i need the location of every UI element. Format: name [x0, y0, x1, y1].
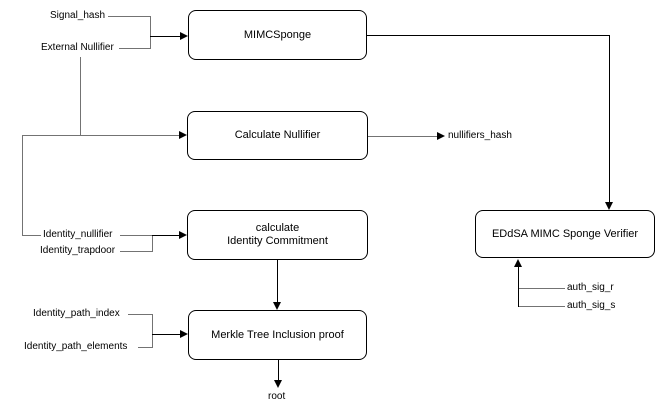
edge-identity-join-vertical	[152, 235, 153, 252]
node-merkle-tree-inclusion-proof: Merkle Tree Inclusion proof	[188, 310, 367, 360]
arrowhead-into-merkle-top	[273, 302, 281, 310]
arrowhead-into-calculate-nullifier	[179, 131, 187, 139]
edge-external-nullifier-horizontal	[119, 48, 150, 49]
edge-path-index-horizontal	[128, 314, 152, 315]
arrow-into-identity-commitment	[152, 235, 180, 236]
node-mimcsponge: MIMCSponge	[188, 10, 367, 60]
node-identity-commitment: calculate Identity Commitment	[187, 210, 368, 260]
edge-path-join-vertical	[152, 314, 153, 348]
edge-path-elements-horizontal	[138, 347, 152, 348]
arrowhead-into-identity-commitment	[179, 231, 187, 239]
input-label-auth-sig-r: auth_sig_r	[567, 282, 614, 293]
edge-signal-external-join-vertical	[150, 16, 151, 49]
node-calculate-nullifier: Calculate Nullifier	[187, 111, 368, 160]
arrowhead-into-mimcsponge	[180, 32, 188, 40]
edge-left-trunk-vertical	[22, 135, 23, 236]
arrowhead-into-merkle	[180, 330, 188, 338]
edge-nullifiers-hash-output	[368, 136, 437, 137]
node-merkle-label: Merkle Tree Inclusion proof	[211, 328, 344, 341]
node-mimcsponge-label: MIMCSponge	[243, 28, 312, 41]
node-identity-commitment-label-line1: calculate	[255, 222, 300, 234]
edge-external-nullifier-down	[80, 57, 81, 136]
node-eddsa-label: EDdSA MIMC Sponge Verifier	[491, 227, 639, 240]
arrow-merkle-to-root	[278, 360, 279, 380]
arrowhead-into-eddsa-bottom	[514, 259, 522, 267]
arrowhead-nullifiers-hash	[437, 132, 445, 140]
arrow-into-mimcsponge	[150, 36, 181, 37]
node-identity-commitment-label-line2: Identity Commitment	[227, 235, 328, 247]
arrow-mimcsponge-to-eddsa-horizontal	[367, 35, 609, 36]
output-label-root: root	[268, 391, 286, 402]
edge-to-calculate-nullifier	[22, 135, 180, 136]
arrow-mimcsponge-to-eddsa-vertical	[609, 35, 610, 202]
input-label-external-nullifier: External Nullifier	[41, 42, 114, 53]
input-label-identity-nullifier: Identity_nullifier	[43, 229, 113, 240]
edge-identity-nullifier-right	[120, 235, 152, 236]
edge-auth-sig-r-horizontal	[518, 288, 565, 289]
edge-identity-trapdoor-horizontal	[120, 251, 152, 252]
output-label-nullifiers-hash: nullifiers_hash	[448, 130, 512, 141]
arrow-into-merkle	[152, 334, 180, 335]
edge-signal-hash-horizontal	[108, 16, 150, 17]
edge-identity-nullifier-left	[22, 235, 41, 236]
edge-auth-sig-s-horizontal	[518, 306, 565, 307]
input-label-signal-hash: Signal_hash	[50, 10, 106, 21]
arrowhead-into-eddsa-top	[605, 202, 613, 210]
arrowhead-root	[274, 380, 282, 388]
node-eddsa-mimc-sponge-verifier: EDdSA MIMC Sponge Verifier	[475, 210, 655, 258]
input-label-auth-sig-s: auth_sig_s	[567, 300, 616, 311]
input-label-identity-trapdoor: Identity_trapdoor	[40, 245, 116, 256]
input-label-identity-path-elements: Identity_path_elements	[24, 341, 128, 352]
arrow-auth-sigs-to-eddsa	[518, 267, 519, 307]
node-calculate-nullifier-label: Calculate Nullifier	[234, 129, 321, 141]
arrow-identity-commitment-to-merkle	[277, 260, 278, 302]
input-label-identity-path-index: Identity_path_index	[33, 308, 120, 319]
